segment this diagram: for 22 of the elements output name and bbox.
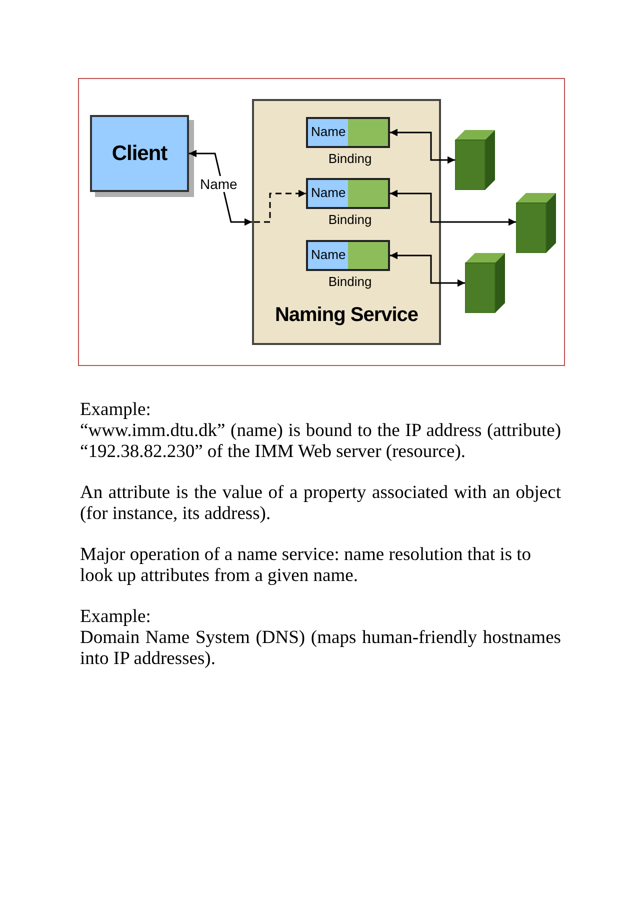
arrow bbox=[254, 190, 306, 223]
binding-caption: Binding bbox=[327, 212, 373, 227]
server-icon bbox=[516, 193, 556, 253]
name-field-label: Name bbox=[311, 124, 346, 139]
name-field-label: Name bbox=[311, 185, 346, 200]
service-title: Naming Service bbox=[274, 304, 420, 327]
heading-text: Example: bbox=[80, 607, 152, 628]
name-field-label: Name bbox=[311, 247, 346, 262]
binding-caption: Binding bbox=[327, 151, 373, 166]
binding-caption: Binding bbox=[327, 274, 373, 289]
service-box bbox=[252, 99, 441, 345]
server-icon bbox=[465, 253, 505, 313]
arrow bbox=[390, 252, 465, 287]
heading-text: Example: bbox=[80, 400, 152, 421]
paragraph: Domain Name System (DNS) (maps human-friendly hostnames into IP addresses). bbox=[80, 628, 561, 670]
paragraph: “www.imm.dtu.dk” (name) is bound to the IP address (attribute) “192.38.82.230” of the IMM Web server (resource). bbox=[80, 421, 561, 463]
arrow bbox=[390, 128, 455, 164]
paragraph: An attribute is the value of a property associated with an object (for instance, its address). bbox=[80, 483, 561, 525]
paragraph: Major operation of a name service: name resolution that is to look up attributes from a given name. bbox=[80, 545, 532, 587]
arrow bbox=[390, 190, 516, 226]
edge-label: Name bbox=[199, 176, 238, 192]
server-icon bbox=[455, 130, 495, 190]
